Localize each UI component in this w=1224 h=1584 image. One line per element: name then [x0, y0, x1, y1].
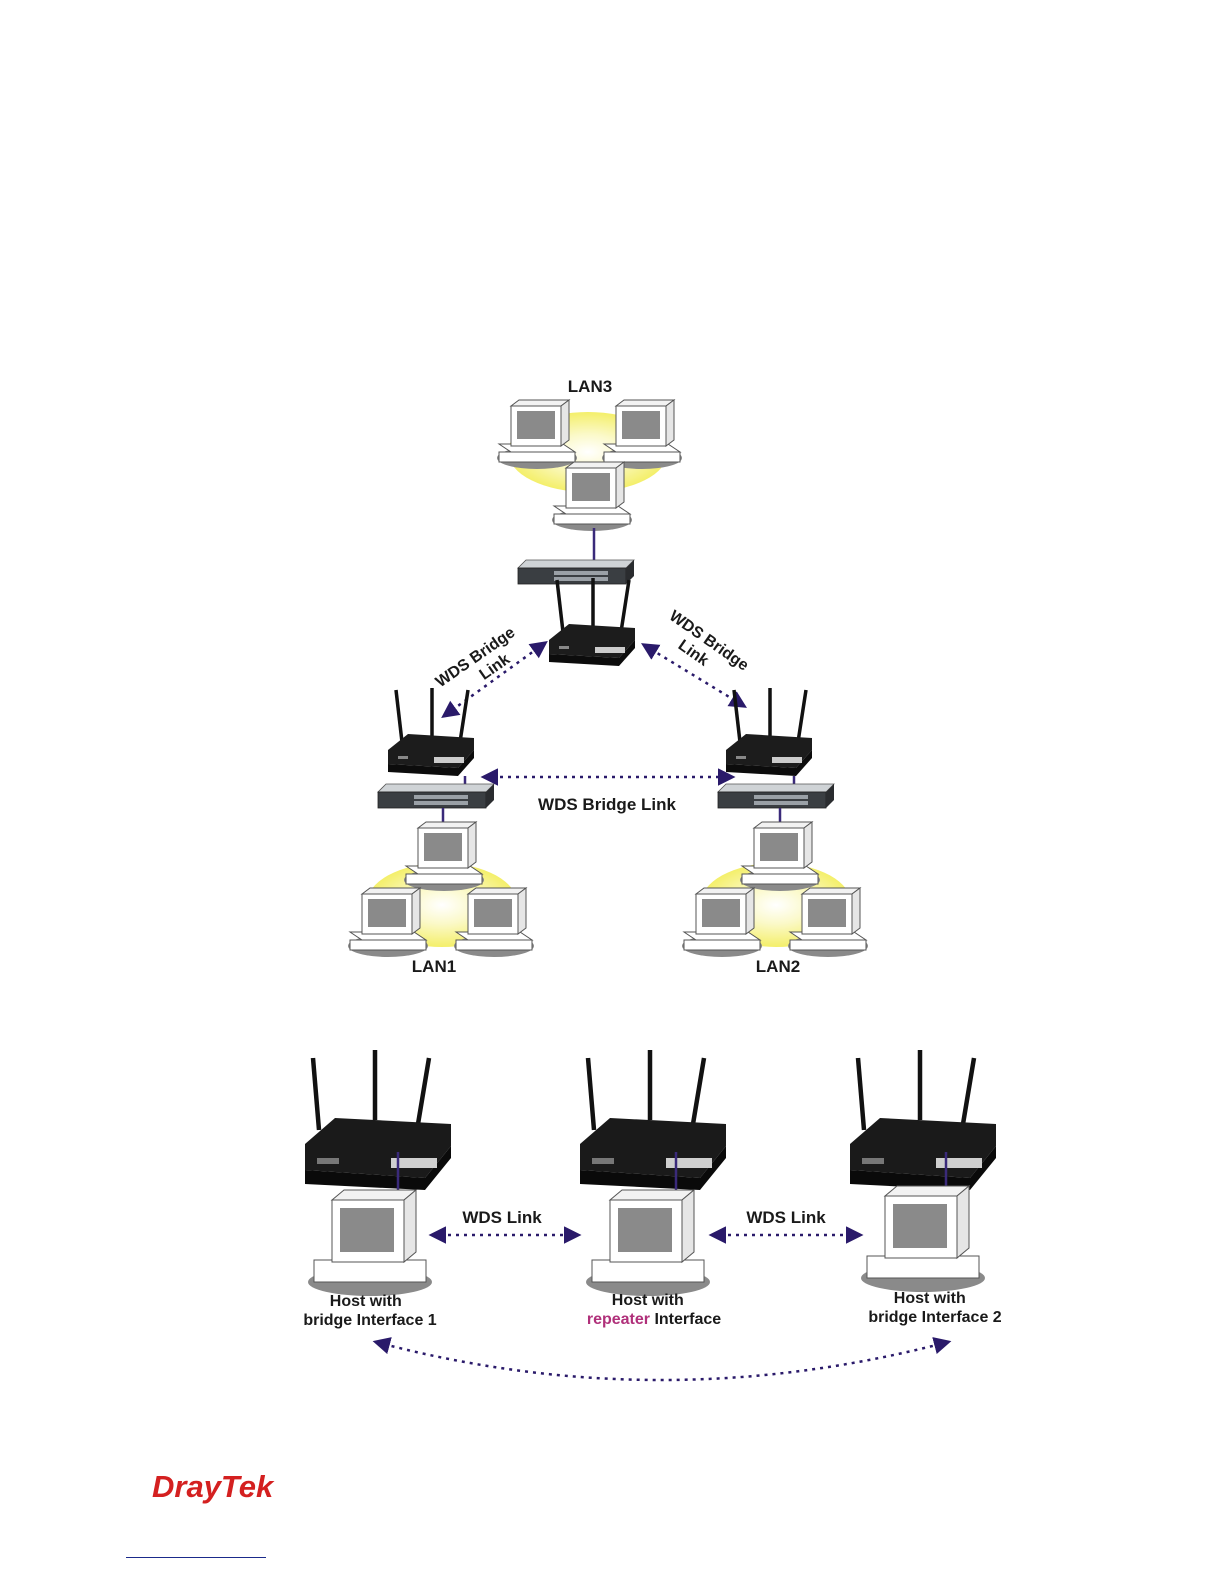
wds-link-right-label: WDS Link — [746, 1208, 826, 1227]
lan1-computer — [404, 822, 484, 891]
right-router — [726, 688, 812, 776]
host-bridge-1 — [308, 1190, 432, 1296]
lan1-label: LAN1 — [412, 957, 456, 976]
wds-repeater-diagram: WDS Link WDS Link Host with bridge Inter… — [303, 1050, 1001, 1380]
lan1-computer — [348, 888, 428, 957]
footer-rule — [126, 1557, 266, 1558]
host-repeater — [586, 1190, 710, 1296]
bridge-arc-link — [376, 1342, 948, 1380]
lan3-computer — [497, 400, 577, 469]
router-bridge-2 — [850, 1050, 996, 1190]
right-link-label: WDS Bridge Link — [655, 608, 755, 693]
host-bridge-2 — [861, 1186, 985, 1292]
wds-bridge-diagram: LAN3 WDS Bridge Link WDS Bridge Link WDS… — [348, 377, 868, 976]
lan2-label: LAN2 — [756, 957, 800, 976]
draytek-logo: DrayTek — [152, 1469, 275, 1504]
middle-link-label: WDS Bridge Link — [538, 795, 676, 814]
router-repeater — [580, 1050, 726, 1190]
router-bridge-1 — [305, 1050, 451, 1190]
top-router — [549, 578, 635, 666]
lan2-computer — [682, 888, 762, 957]
wds-link-left-label: WDS Link — [462, 1208, 542, 1227]
host3-label: Host with bridge Interface 2 — [868, 1290, 1001, 1326]
left-router — [388, 688, 474, 776]
right-switch — [718, 784, 834, 808]
host2-label: Host with repeater Interface — [587, 1292, 721, 1328]
top-switch — [518, 560, 634, 584]
host1-label: Host with bridge Interface 1 — [303, 1293, 436, 1329]
repeater-highlight: repeater — [587, 1311, 650, 1328]
lan2-computer — [740, 822, 820, 891]
lan3-label: LAN3 — [568, 377, 612, 396]
left-switch — [378, 784, 494, 808]
